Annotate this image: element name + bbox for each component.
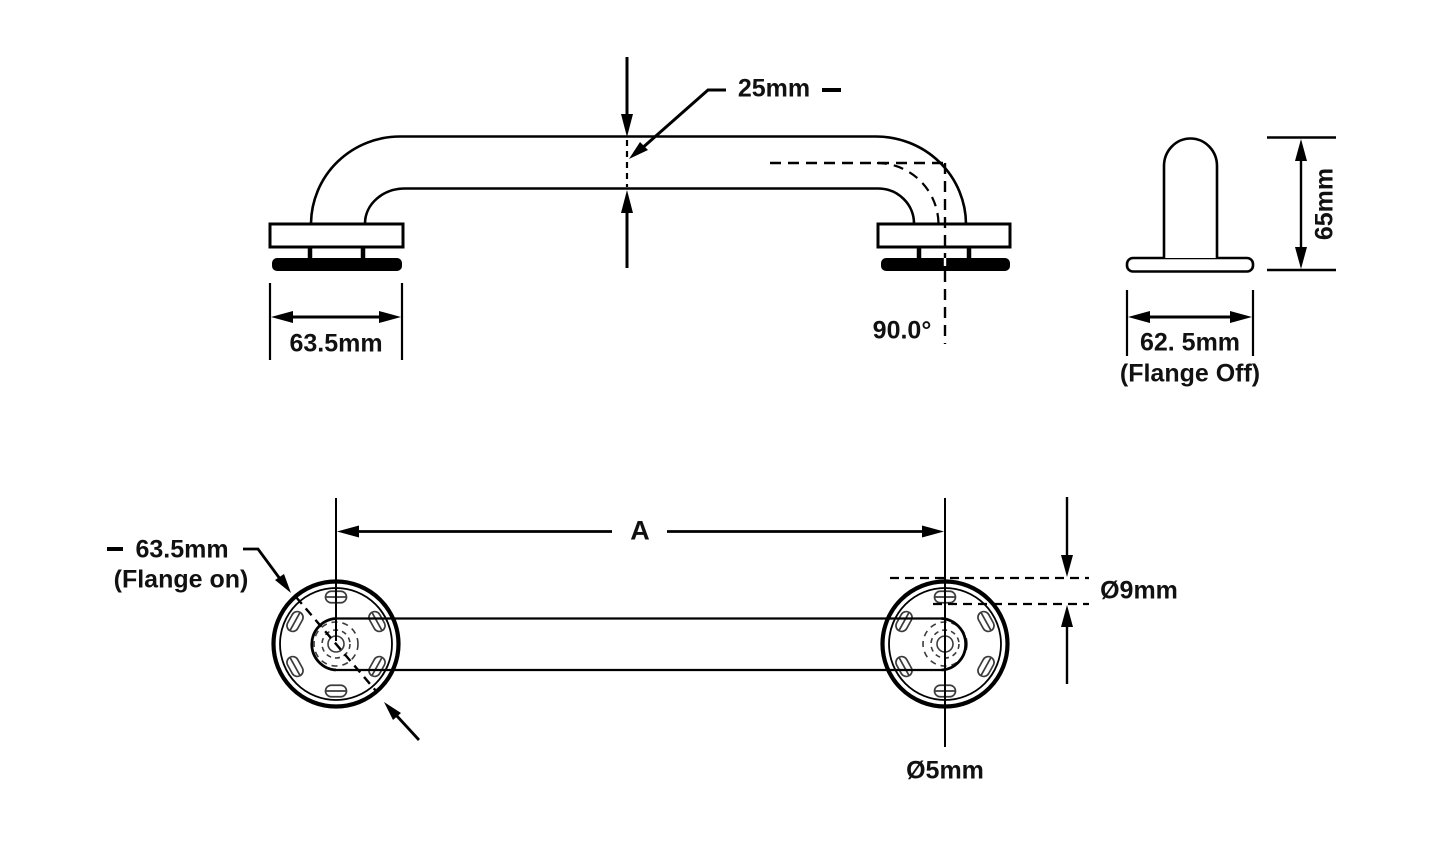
flange-width-label: 63.5mm xyxy=(289,329,383,358)
hole-diameter-label: Ø5mm xyxy=(906,756,984,785)
length-a-label: A xyxy=(630,515,650,546)
flange-off-note: (Flange Off) xyxy=(1119,359,1261,388)
bend-angle-label: 90.0° xyxy=(872,316,932,345)
plan-view-linework xyxy=(107,497,1089,747)
end-view-linework xyxy=(1125,136,1336,356)
end-height-label: 65mm xyxy=(1310,167,1339,241)
flange-on-note: (Flange on) xyxy=(113,565,249,594)
plan-flange-diameter-label: 63.5mm xyxy=(135,535,229,564)
end-width-label: 62. 5mm xyxy=(1139,328,1241,357)
slot-diameter-label: Ø9mm xyxy=(1100,576,1178,605)
side-view-linework xyxy=(268,57,1012,360)
tube-diameter-label: 25mm xyxy=(737,74,811,103)
